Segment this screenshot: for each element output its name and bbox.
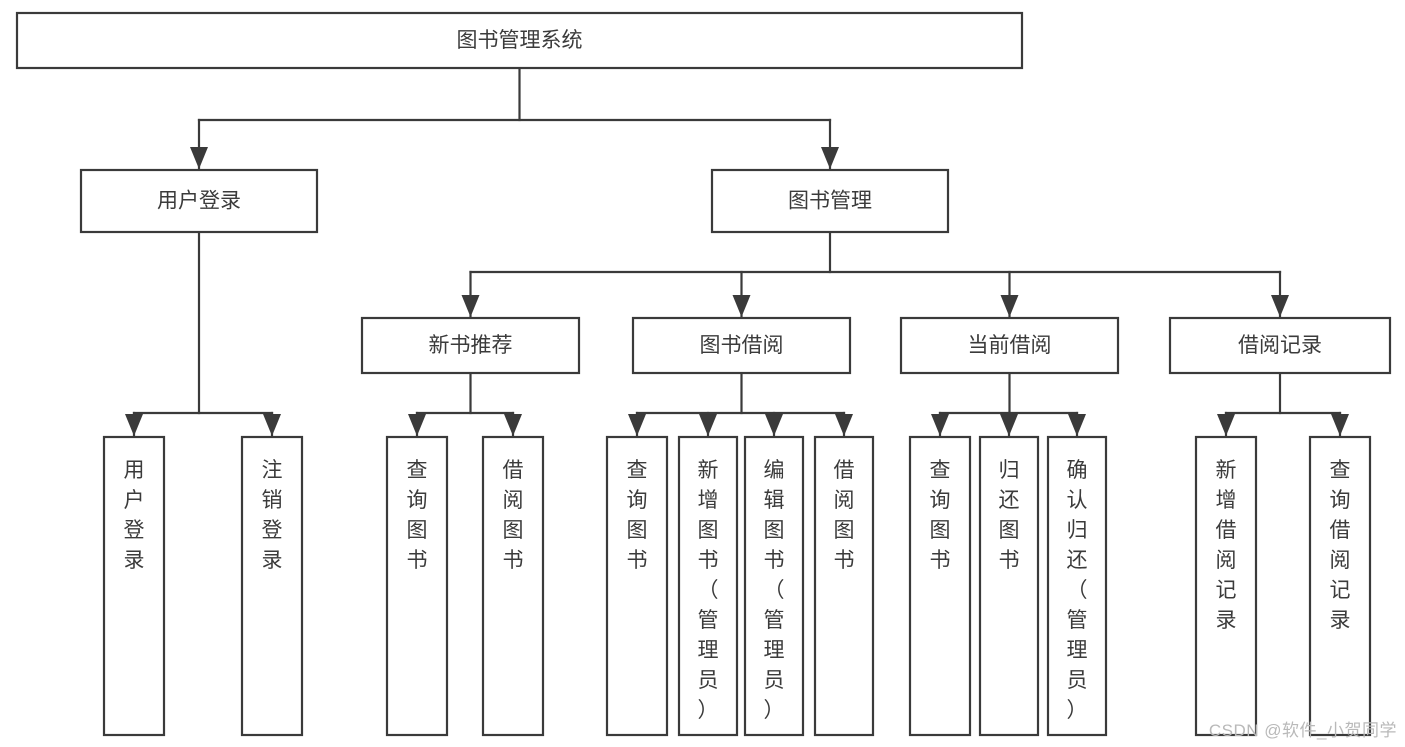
arrow-head — [1000, 414, 1018, 436]
node-borrow-record[interactable]: 借阅记录 — [1168, 316, 1392, 375]
node-label: 归还图书 — [999, 459, 1020, 572]
node-leaf-query-record[interactable]: 查询借阅记录 — [1308, 435, 1372, 737]
node-box[interactable] — [102, 435, 166, 737]
node-box[interactable] — [605, 435, 669, 737]
node-box[interactable] — [240, 435, 304, 737]
node-label: 借阅图书 — [834, 459, 855, 572]
node-book-borrow[interactable]: 图书借阅 — [631, 316, 852, 375]
arrow-head — [765, 414, 783, 436]
arrow-head — [821, 147, 839, 169]
node-current-borrow[interactable]: 当前借阅 — [899, 316, 1120, 375]
node-box[interactable] — [1194, 435, 1258, 737]
node-label: 图书借阅 — [700, 334, 784, 357]
node-box[interactable] — [360, 316, 581, 375]
node-box[interactable] — [899, 316, 1120, 375]
node-box[interactable] — [908, 435, 972, 737]
arrow-head — [699, 414, 717, 436]
node-box[interactable] — [813, 435, 875, 737]
node-label: 确认归还（管理员） — [1067, 459, 1088, 722]
node-root[interactable]: 图书管理系统 — [15, 11, 1024, 70]
arrow-head — [125, 414, 143, 436]
node-label: 图书管理系统 — [457, 29, 583, 52]
node-label: 借阅记录 — [1238, 334, 1322, 357]
node-leaf-user-login[interactable]: 用户登录 — [102, 435, 166, 737]
node-box[interactable] — [1308, 435, 1372, 737]
node-leaf-add-record[interactable]: 新增借阅记录 — [1194, 435, 1258, 737]
node-label: 当前借阅 — [968, 334, 1052, 357]
node-box[interactable] — [743, 435, 805, 737]
node-box[interactable] — [1046, 435, 1108, 737]
node-label: 查询图书 — [930, 459, 951, 572]
node-box[interactable] — [978, 435, 1040, 737]
node-leaf-add-book[interactable]: 新增图书（管理员） — [677, 435, 739, 737]
arrow-head — [190, 147, 208, 169]
node-label: 新书推荐 — [429, 334, 513, 357]
node-box[interactable] — [385, 435, 449, 737]
node-label: 用户登录 — [124, 459, 145, 572]
arrow-head — [461, 295, 480, 317]
arrow-head — [263, 414, 281, 436]
node-user-login[interactable]: 用户登录 — [79, 168, 319, 234]
node-label: 查询图书 — [407, 459, 428, 572]
node-leaf-borrow-book-2[interactable]: 借阅图书 — [813, 435, 875, 737]
node-box[interactable] — [631, 316, 852, 375]
node-label: 借阅图书 — [503, 459, 524, 572]
node-box[interactable] — [677, 435, 739, 737]
node-leaf-logout[interactable]: 注销登录 — [240, 435, 304, 737]
arrow-head — [1331, 414, 1349, 436]
node-new-book-recommend[interactable]: 新书推荐 — [360, 316, 581, 375]
arrow-head — [732, 295, 751, 317]
arrow-head — [1000, 295, 1019, 317]
node-box[interactable] — [15, 11, 1024, 70]
node-leaf-query-book-2[interactable]: 查询图书 — [605, 435, 669, 737]
node-label: 新增借阅记录 — [1216, 459, 1237, 632]
arrow-head — [931, 414, 949, 436]
edges-layer — [125, 66, 1349, 437]
node-label: 图书管理 — [788, 190, 872, 213]
node-label: 注销登录 — [262, 459, 283, 572]
node-label: 新增图书（管理员） — [698, 459, 719, 722]
node-leaf-edit-book[interactable]: 编辑图书（管理员） — [743, 435, 805, 737]
arrow-head — [504, 414, 522, 436]
nodes-layer: 图书管理系统用户登录图书管理新书推荐图书借阅当前借阅借阅记录用户登录注销登录查询… — [15, 11, 1392, 737]
node-box[interactable] — [481, 435, 545, 737]
node-leaf-query-book-1[interactable]: 查询图书 — [385, 435, 449, 737]
node-leaf-borrow-book-1[interactable]: 借阅图书 — [481, 435, 545, 737]
node-leaf-confirm-return[interactable]: 确认归还（管理员） — [1046, 435, 1108, 737]
arrow-head — [1068, 414, 1086, 436]
arrow-head — [1217, 414, 1235, 436]
node-box[interactable] — [79, 168, 319, 234]
node-label: 查询借阅记录 — [1330, 459, 1351, 632]
node-box[interactable] — [1168, 316, 1392, 375]
arrow-head — [408, 414, 426, 436]
node-box[interactable] — [710, 168, 950, 234]
node-label: 查询图书 — [627, 459, 648, 572]
arrow-head — [1271, 295, 1289, 317]
node-leaf-return-book[interactable]: 归还图书 — [978, 435, 1040, 737]
node-label: 编辑图书（管理员） — [764, 459, 785, 722]
node-book-manage[interactable]: 图书管理 — [710, 168, 950, 234]
arrow-head — [628, 414, 646, 436]
arrow-head — [835, 414, 853, 436]
node-leaf-query-book-3[interactable]: 查询图书 — [908, 435, 972, 737]
node-label: 用户登录 — [157, 190, 241, 213]
